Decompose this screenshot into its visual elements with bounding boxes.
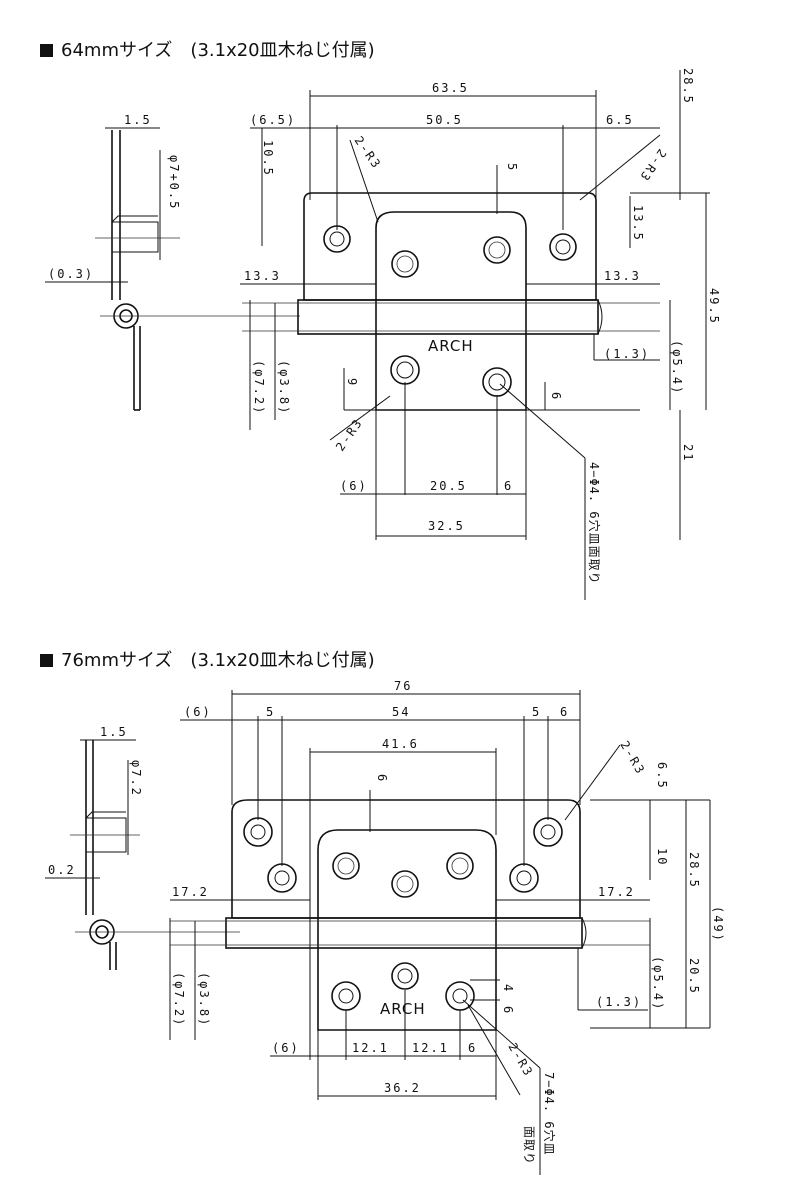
dim-pin-thickness: 1.5 <box>124 113 152 127</box>
dim-side-height: 28.5 <box>687 852 701 889</box>
dim-top-offset: 10.5 <box>261 140 275 177</box>
barrel <box>170 917 650 949</box>
logo-text: ARCH <box>380 1000 426 1018</box>
dimension-lines <box>169 690 711 1175</box>
dim-gap: 0.2 <box>48 863 76 877</box>
dim-left-margin: (6.5) <box>250 113 296 127</box>
logo-text: ARCH <box>428 337 474 355</box>
holes-note: 4−Φ4. 6穴皿面取り <box>587 462 602 585</box>
dim-bottom-height: 21 <box>681 444 695 462</box>
dim-width-total: 63.5 <box>432 81 469 95</box>
dim-hole-pitch-v: 10 <box>655 848 669 866</box>
barrel <box>242 299 660 335</box>
dim-barrel-right: 13.3 <box>604 269 641 283</box>
dim-barrel-left: 17.2 <box>172 885 209 899</box>
dim-outer-dia: (φ7.2) <box>172 972 186 1027</box>
dim-gap: (0.3) <box>48 267 94 281</box>
dim-hole-pitch-v: 13.5 <box>631 205 645 242</box>
dimension-labels: 76 (6) 5 54 5 6 1.5 φ7.2 41.6 6 2-R3 6.5… <box>48 680 725 1165</box>
dimension-labels: 63.5 50.5 (6.5) 6.5 1.5 φ7+0.5 10.5 2-R3… <box>48 68 721 585</box>
holes-note-2: 面取り <box>522 1126 536 1165</box>
dim-pin-dia: (φ5.4) <box>651 956 665 1011</box>
dim-bottom-pitch: 20.5 <box>430 479 467 493</box>
dim-bottom-pitch-b: 12.1 <box>412 1041 449 1055</box>
dim-barrel-left: 13.3 <box>244 269 281 283</box>
square-bullet-icon <box>40 654 53 667</box>
dim-bottom-left: (6) <box>340 479 368 493</box>
dim-hole-offset-top: 6 <box>375 774 389 783</box>
dim-left-step: 5 <box>266 705 275 719</box>
dim-bottom-pitch-a: 12.1 <box>352 1041 389 1055</box>
dim-bottom-right: 6 <box>504 479 513 493</box>
dim-lower-offset: 6 <box>549 392 563 401</box>
dim-radius-top-left: 2-R3 <box>352 134 385 172</box>
dim-right-margin: 6 <box>560 705 569 719</box>
dim-width-inner: 54 <box>392 705 410 719</box>
dim-side-height: 28.5 <box>681 68 695 105</box>
dim-bottom-left: (6) <box>272 1041 300 1055</box>
side-view <box>45 739 240 970</box>
section-title-text: 76mmサイズ (3.1x20皿木ねじ付属) <box>61 650 375 671</box>
dim-lower-offset-a: 4 <box>501 984 515 993</box>
section-title-64mm: 64mmサイズ (3.1x20皿木ねじ付属) <box>40 36 375 62</box>
dim-barrel-right: 17.2 <box>598 885 635 899</box>
dim-radius-top-right: 2-R3 <box>636 146 669 184</box>
dim-hole-offset-top: 5 <box>505 163 519 172</box>
dim-total-height: (49) <box>711 906 725 943</box>
square-bullet-icon <box>40 44 53 57</box>
dim-bottom-right: 6 <box>468 1041 477 1055</box>
drawing-64mm: ARCH <box>45 68 721 600</box>
dim-lower-offset-b: 6 <box>501 1006 515 1015</box>
dim-width-total: 76 <box>394 680 412 693</box>
dimension-lines <box>240 70 710 600</box>
dim-lower-pitch-v: 9 <box>345 378 359 387</box>
section-title-76mm: 76mmサイズ (3.1x20皿木ねじ付属) <box>40 646 375 672</box>
dim-total-height: 49.5 <box>707 288 721 325</box>
holes-note: 7−Φ4. 6穴皿 <box>542 1072 557 1156</box>
dim-pin-diameter: φ7+0.5 <box>167 155 181 210</box>
dim-pin-dia: (φ5.4) <box>670 340 684 395</box>
dim-leaf-width: 41.6 <box>382 737 419 751</box>
dim-right-step: 5 <box>532 705 541 719</box>
dim-top-offset: 6.5 <box>655 762 669 790</box>
dim-pin-protrusion: (1.3) <box>604 347 650 361</box>
dim-outer-dia: (φ7.2) <box>252 360 266 415</box>
dim-bottom-width: 36.2 <box>384 1081 421 1095</box>
dim-bottom-width: 32.5 <box>428 519 465 533</box>
dim-right-margin: 6.5 <box>606 113 634 127</box>
dim-width-inner: 50.5 <box>426 113 463 127</box>
dim-radius-top: 2-R3 <box>617 739 648 778</box>
drawing-76mm: ARCH <box>45 680 725 1175</box>
dim-pin-diameter: φ7.2 <box>129 760 143 797</box>
dim-inner-dia: (φ3.8) <box>197 972 211 1027</box>
center-leaf: ARCH <box>317 829 497 1031</box>
dim-left-margin: (6) <box>184 705 212 719</box>
section-title-text: 64mmサイズ (3.1x20皿木ねじ付属) <box>61 40 375 61</box>
dim-pin-protrusion: (1.3) <box>596 995 642 1009</box>
dim-pin-thickness: 1.5 <box>100 725 128 739</box>
side-view <box>45 127 300 411</box>
dim-inner-dia: (φ3.8) <box>277 360 291 415</box>
dim-bottom-height: 20.5 <box>687 958 701 995</box>
center-leaf: ARCH <box>375 211 527 411</box>
